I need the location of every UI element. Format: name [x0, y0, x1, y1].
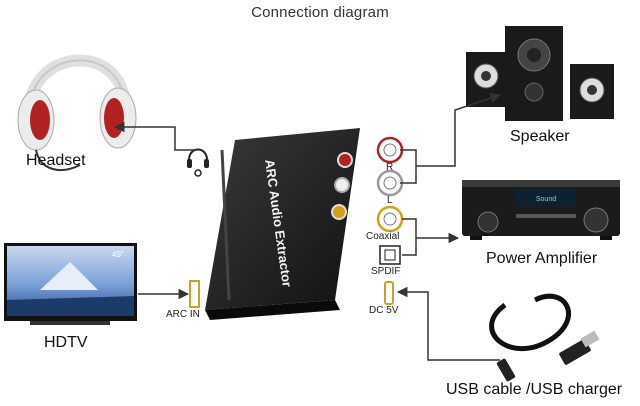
- l-label: L: [387, 195, 393, 206]
- headset-label: Headset: [26, 152, 86, 169]
- diagram-title: Connection diagram: [251, 4, 389, 21]
- r-label: R: [386, 162, 394, 173]
- connection-lines: [113, 93, 501, 361]
- amplifier-label: Power Amplifier: [486, 250, 598, 267]
- amp-display-text: Sound: [536, 196, 556, 203]
- speaker-image: [466, 26, 614, 121]
- hdtv-image: 49": [4, 243, 137, 325]
- usb-cable-image: [489, 293, 600, 382]
- headphone-jack-icon: [187, 148, 209, 177]
- amplifier-image: Sound: [462, 180, 620, 240]
- usb-label: USB cable /USB charger: [446, 381, 623, 398]
- dc5v-label: DC 5V: [369, 305, 399, 316]
- coaxial-label: Coaxial: [366, 231, 400, 242]
- spdif-label: SPDIF: [371, 266, 401, 277]
- arc-in-port: [189, 280, 200, 308]
- dc5v-port: [384, 281, 394, 305]
- speaker-label: Speaker: [510, 128, 570, 145]
- arc-in-label: ARC IN: [166, 309, 200, 320]
- hdtv-label: HDTV: [44, 334, 88, 351]
- tv-size-text: 49": [112, 250, 124, 259]
- extractor-box: ARC Audio Extractor: [205, 128, 360, 320]
